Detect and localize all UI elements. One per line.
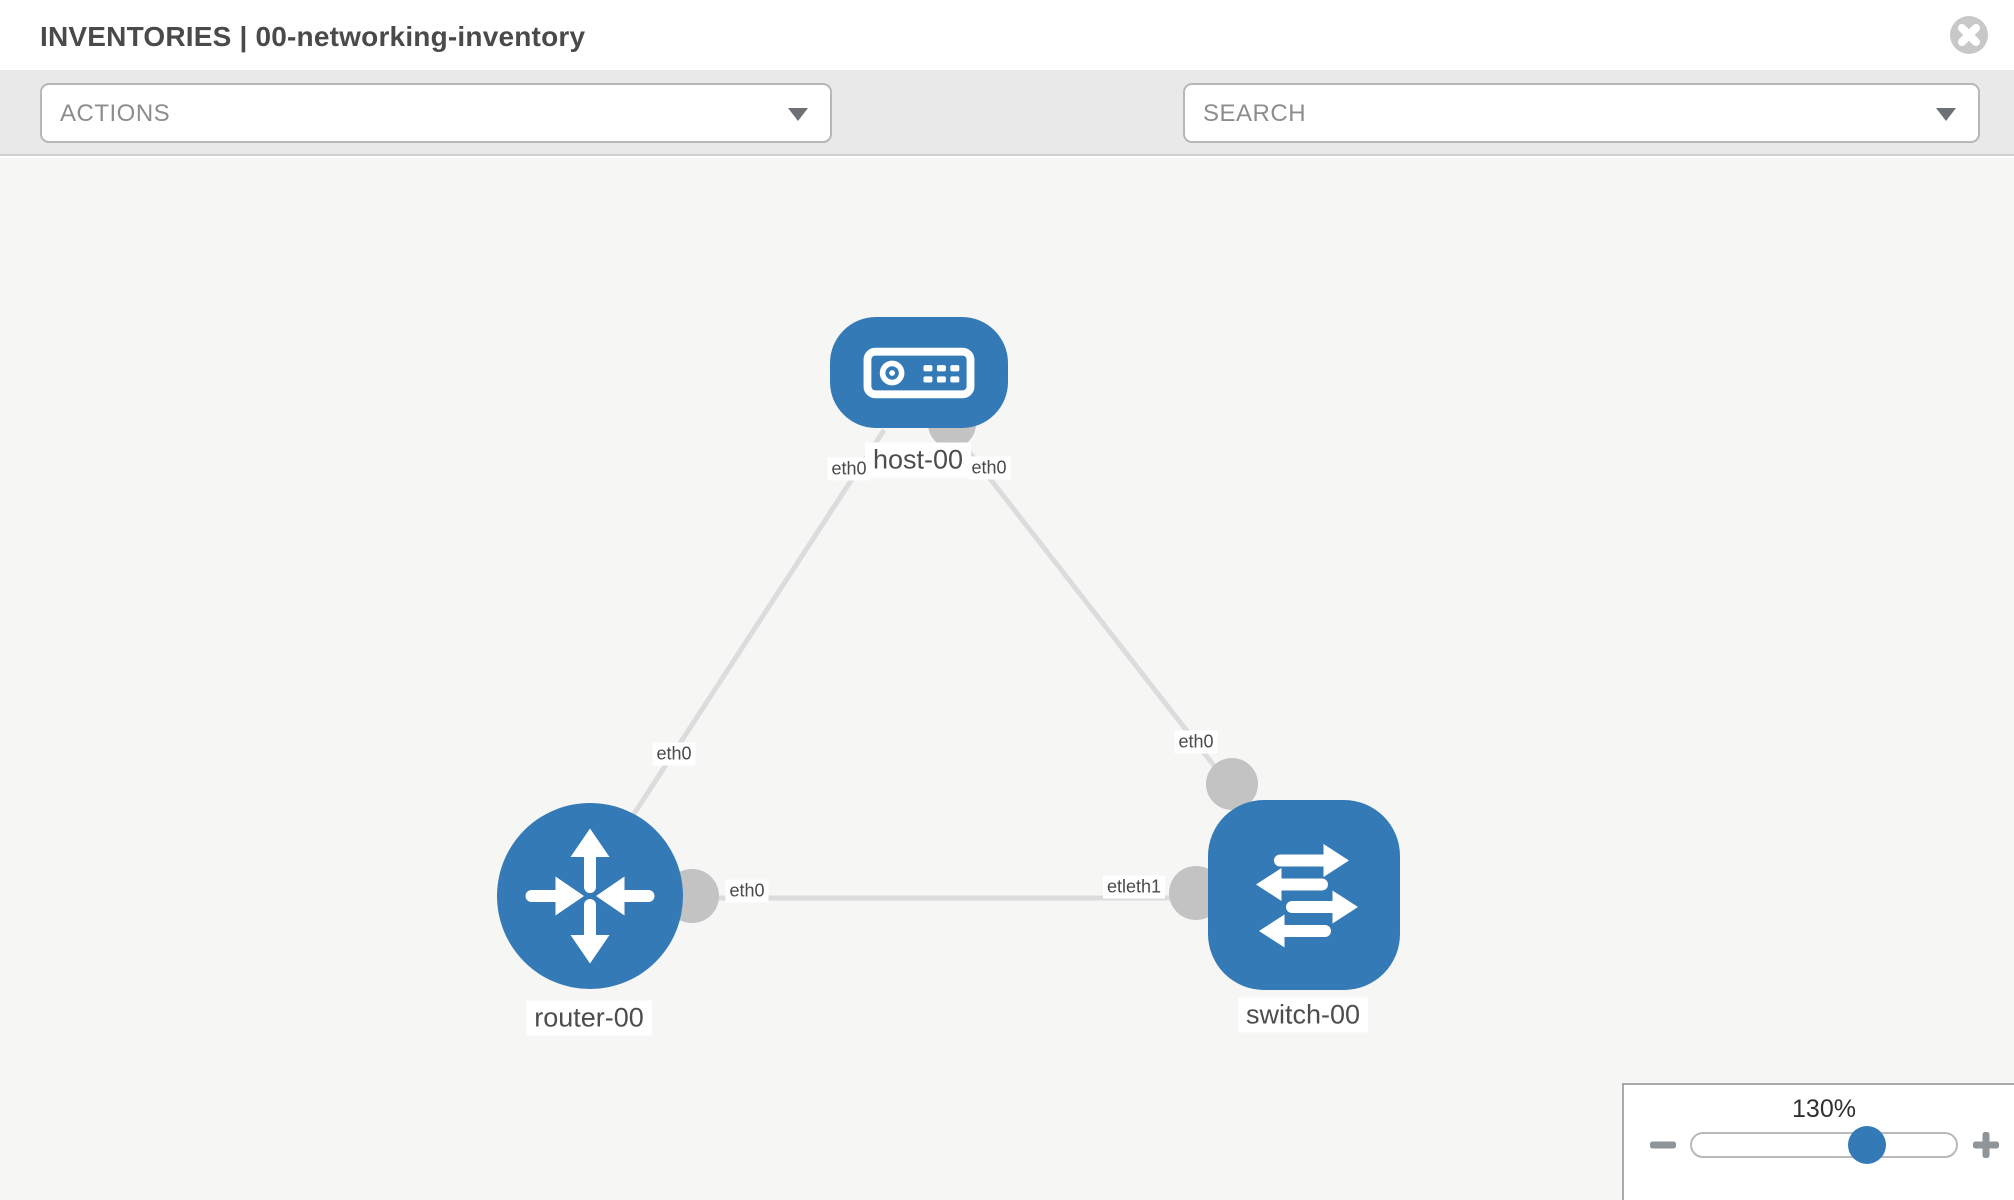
zoom-in-button[interactable] [1972, 1131, 2000, 1159]
page-header: INVENTORIES | 00-networking-inventory [0, 0, 2014, 70]
zoom-out-button[interactable] [1649, 1131, 1677, 1159]
topology-canvas[interactable]: host-00 router-00 switch-00 eth0 eth0 et… [0, 158, 2014, 1200]
interface-label: eth0 [652, 742, 696, 766]
interface-connector[interactable] [1206, 758, 1258, 810]
router-icon [525, 828, 655, 964]
chevron-down-icon [1936, 108, 1956, 121]
node-switch-00[interactable] [1208, 800, 1400, 990]
chevron-down-icon [788, 108, 808, 121]
actions-dropdown-label: ACTIONS [60, 100, 171, 127]
interface-label: eth0 [1174, 730, 1218, 754]
close-icon [1958, 24, 1980, 46]
node-host-00[interactable] [830, 317, 1008, 428]
switch-icon [1256, 844, 1358, 948]
node-label-host: host-00 [864, 442, 972, 478]
zoom-slider-thumb[interactable] [1848, 1126, 1886, 1164]
interface-label: eth0 [967, 456, 1011, 480]
node-label-router: router-00 [526, 1000, 652, 1036]
host-icon [863, 347, 975, 398]
node-label-switch: switch-00 [1237, 997, 1369, 1033]
node-router-00[interactable] [497, 803, 683, 989]
link-host-switch [950, 428, 1235, 792]
minus-icon [1650, 1141, 1676, 1149]
interface-label: eth0 [725, 879, 769, 903]
interface-label: etleth1 [1102, 875, 1166, 899]
actions-dropdown[interactable]: ACTIONS [40, 83, 832, 143]
page-title: INVENTORIES | 00-networking-inventory [40, 21, 586, 52]
search-dropdown[interactable]: SEARCH [1183, 83, 1980, 143]
zoom-level: 130% [1792, 1095, 1856, 1123]
zoom-panel: 130% [1622, 1083, 2014, 1200]
plus-icon [1973, 1132, 1999, 1158]
interface-label: eth0 [827, 457, 871, 481]
links-layer [627, 400, 1258, 923]
toolbar: ACTIONS SEARCH [0, 70, 2014, 207]
search-dropdown-label: SEARCH [1203, 100, 1307, 127]
zoom-slider[interactable] [1690, 1126, 1958, 1164]
close-button[interactable] [1950, 16, 1988, 54]
